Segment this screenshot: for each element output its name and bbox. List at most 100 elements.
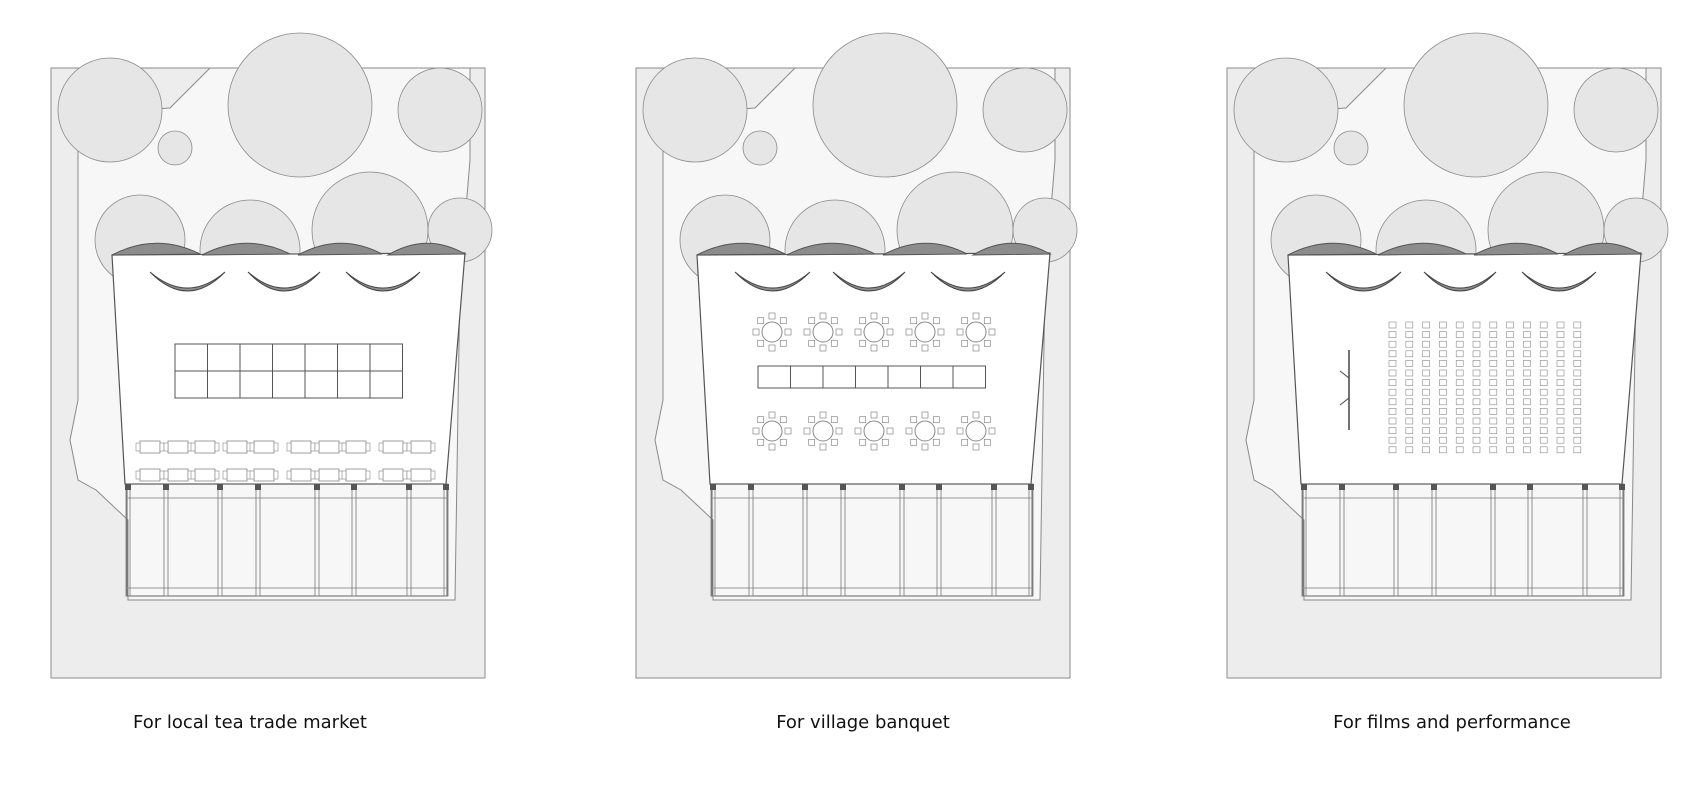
tea-chair (365, 470, 371, 480)
banquet-chair (784, 328, 792, 336)
audience-seat (1439, 427, 1447, 434)
audience-seat (1388, 331, 1397, 338)
banquet-chair (859, 416, 867, 424)
banquet-chair (870, 443, 878, 451)
banquet-chair (859, 317, 867, 325)
audience-seat (1556, 379, 1565, 386)
audience-seat (1388, 398, 1397, 406)
audience-seat (1455, 388, 1464, 396)
column-cap (710, 484, 716, 490)
audience-seat (1523, 388, 1531, 396)
banquet-chair (768, 344, 776, 352)
column-cap (1431, 484, 1437, 490)
audience-seat (1388, 417, 1397, 425)
column-cap (899, 484, 905, 490)
banquet-chair (808, 438, 816, 446)
banquet-chair (819, 312, 827, 320)
banquet-chair (768, 312, 776, 320)
banquet-chair (819, 344, 827, 352)
audience-seat (1573, 369, 1582, 377)
audience-seat (1506, 446, 1514, 454)
tea-table (139, 440, 161, 454)
tea-chair (341, 442, 347, 452)
tea-chair (163, 470, 169, 480)
audience-seat (1489, 321, 1498, 329)
audience-seat (1539, 398, 1548, 406)
banquet-chair (972, 443, 980, 451)
audience-seat (1422, 388, 1430, 396)
round-table (761, 420, 783, 442)
tea-table (345, 468, 367, 482)
tea-chair (159, 470, 165, 480)
curved-entry (930, 271, 1006, 292)
tree-canopy (57, 57, 163, 163)
banquet-chair (988, 427, 996, 435)
audience-seat (1439, 350, 1447, 358)
audience-seat (1556, 446, 1565, 454)
round-table (812, 420, 834, 442)
banquet-chair (854, 427, 862, 435)
banquet-chair (752, 328, 760, 336)
audience-seat (1472, 427, 1481, 434)
roof-arc (297, 242, 383, 256)
audience-seat (1405, 379, 1414, 386)
banquet-chair (830, 339, 838, 347)
tea-chair (222, 470, 228, 480)
tree-canopy (1403, 32, 1549, 178)
banquet-chair (921, 443, 929, 451)
audience-seat (1506, 408, 1514, 415)
plan-panel-films: For films and performance (1176, 0, 1700, 785)
plan-panel-banquet: For village banquet (585, 0, 1145, 785)
market-stall (369, 370, 403, 399)
banquet-chair (937, 328, 945, 336)
audience-seat (1489, 331, 1498, 338)
banquet-chair (803, 328, 811, 336)
roof-arc (1377, 242, 1467, 256)
cinema-furniture (1339, 321, 1582, 454)
audience-seat (1556, 369, 1565, 377)
audience-seat (1489, 408, 1498, 415)
audience-seat (1439, 446, 1447, 454)
audience-seat (1422, 446, 1430, 454)
tea-chair (378, 470, 384, 480)
audience-seat (1455, 436, 1464, 444)
banquet-chair (961, 339, 969, 347)
round-table (863, 420, 885, 442)
column-cap (255, 484, 261, 490)
banquet-chair (956, 328, 964, 336)
audience-seat (1539, 369, 1548, 377)
tea-chair (310, 442, 316, 452)
tea-chair (314, 470, 320, 480)
column-cap (217, 484, 223, 490)
banquet-chair (779, 339, 787, 347)
column-cap (840, 484, 846, 490)
audience-seat (1539, 350, 1548, 358)
audience-seat (1405, 360, 1414, 367)
audience-seat (1439, 360, 1447, 367)
audience-seat (1489, 446, 1498, 454)
audience-seat (1422, 436, 1430, 444)
caption-market: For local tea trade market (133, 712, 367, 733)
audience-seat (1439, 379, 1447, 386)
audience-seat (1455, 408, 1464, 415)
audience-seat (1573, 427, 1582, 434)
banquet-chair (808, 339, 816, 347)
round-table (914, 420, 936, 442)
audience-seat (1455, 417, 1464, 425)
tea-table (318, 440, 340, 454)
tea-chair (406, 470, 412, 480)
tea-chair (430, 442, 436, 452)
column-cap (314, 484, 320, 490)
audience-seat (1489, 350, 1498, 358)
audience-seat (1405, 340, 1414, 348)
tea-table (167, 468, 189, 482)
banquet-chair (932, 438, 940, 446)
tea-chair (249, 442, 255, 452)
audience-seat (1405, 369, 1414, 377)
tea-chair (214, 442, 220, 452)
tea-table (290, 468, 312, 482)
audience-seat (1539, 331, 1548, 338)
column-cap (1527, 484, 1533, 490)
banquet-furniture (752, 312, 996, 451)
audience-seat (1388, 436, 1397, 444)
